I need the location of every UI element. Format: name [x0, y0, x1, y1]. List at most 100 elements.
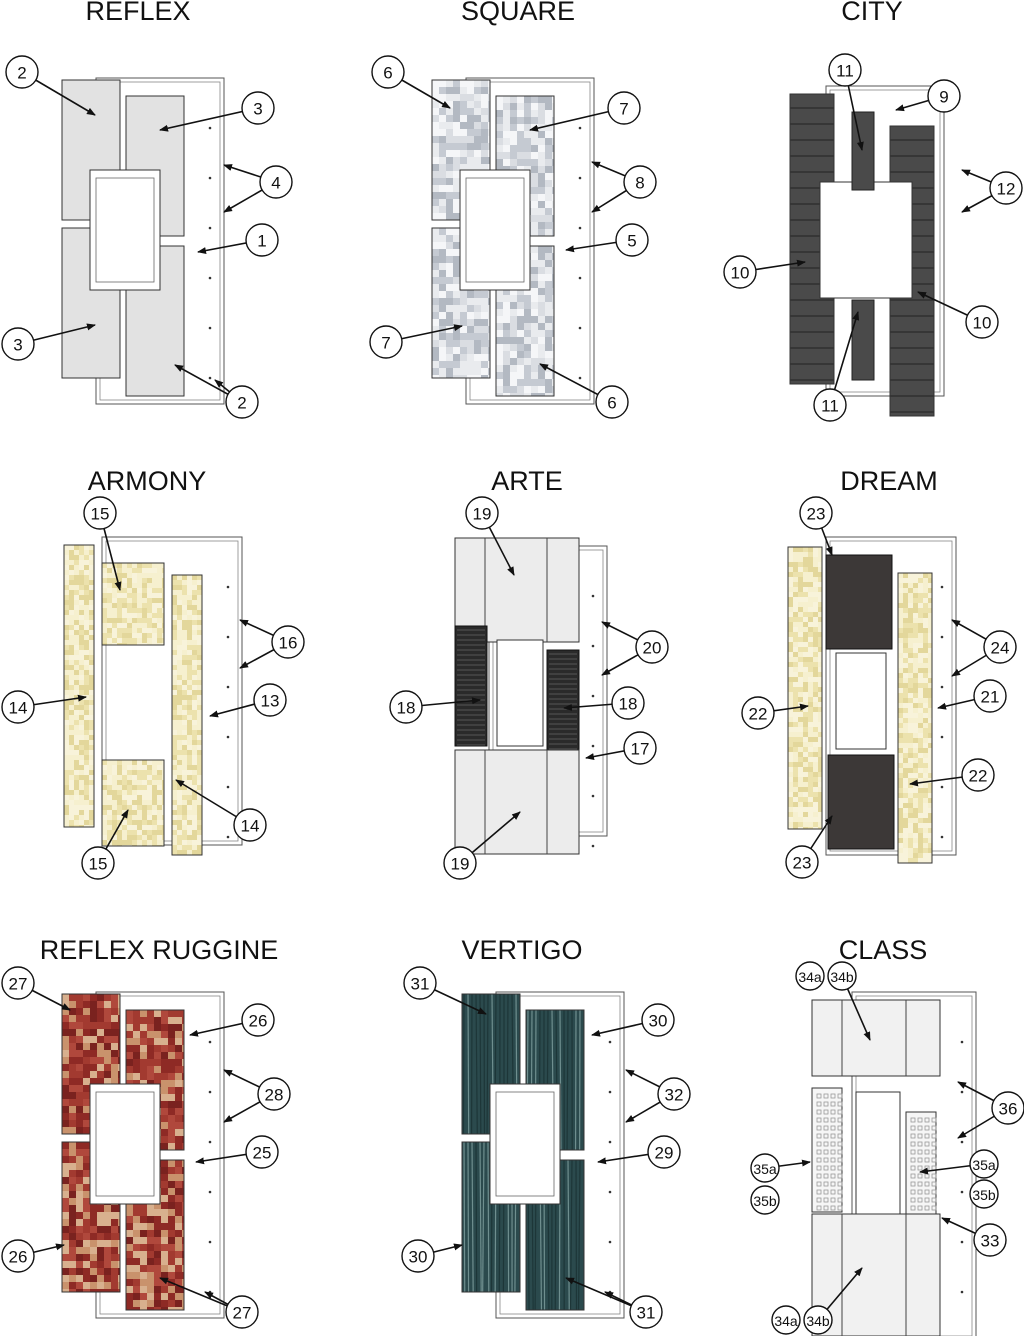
- callout-label: 21: [981, 688, 1000, 707]
- callout-circle: [1, 1239, 35, 1273]
- texture-cell: [152, 795, 157, 800]
- texture-cell: [168, 1122, 175, 1129]
- texture-cell: [439, 157, 446, 164]
- texture-cell: [453, 178, 460, 185]
- texture-cell: [503, 117, 510, 124]
- texture-cell: [446, 277, 453, 284]
- texture-cell: [177, 755, 182, 760]
- texture-cell: [813, 757, 818, 762]
- texture-cell: [64, 745, 69, 750]
- texture-cell: [175, 1230, 182, 1237]
- texture-cell: [538, 103, 545, 110]
- texture-cell: [803, 597, 808, 602]
- texture-cell: [161, 1115, 168, 1122]
- texture-cell: [545, 187, 552, 194]
- texture-cell: [175, 1293, 182, 1300]
- texture-cell: [97, 1205, 104, 1212]
- texture-cell: [552, 358, 554, 365]
- texture-cell: [90, 1078, 97, 1085]
- texture-cell: [117, 795, 122, 800]
- screw-dot: [208, 376, 212, 380]
- perforation: [931, 1197, 937, 1203]
- texture-cell: [818, 777, 822, 782]
- texture-cell: [446, 319, 453, 326]
- texture-cell: [545, 323, 552, 330]
- texture-cell: [117, 638, 122, 643]
- texture-cell: [813, 707, 818, 712]
- texture-cell: [69, 565, 74, 570]
- texture-cell: [162, 815, 164, 820]
- texture-cell: [152, 810, 157, 815]
- texture-cell: [908, 768, 913, 773]
- texture-cell: [154, 1045, 161, 1052]
- texture-cell: [918, 693, 923, 698]
- callout-circle: [927, 79, 961, 113]
- texture-cell: [79, 650, 84, 655]
- texture-cell: [913, 613, 918, 618]
- texture-cell: [496, 379, 503, 386]
- panel-title-dream: DREAM: [840, 466, 938, 496]
- texture-cell: [161, 1059, 168, 1066]
- texture-cell: [140, 1286, 147, 1293]
- texture-cell: [531, 386, 538, 393]
- texture-cell: [62, 1170, 69, 1177]
- texture-cell: [192, 815, 197, 820]
- texture-cell: [446, 164, 453, 171]
- texture-cell: [79, 595, 84, 600]
- texture-cell: [177, 680, 182, 685]
- texture-cell: [74, 670, 79, 675]
- texture-cell: [918, 848, 923, 853]
- texture-cell: [64, 560, 69, 565]
- texture-cell: [918, 608, 923, 613]
- texture-cell: [923, 838, 928, 843]
- texture-cell: [192, 650, 197, 655]
- texture-cell: [788, 562, 793, 567]
- texture-cell: [147, 613, 152, 618]
- texture-cell: [127, 598, 132, 603]
- texture-cell: [803, 732, 808, 737]
- panel-outline: [787, 546, 823, 830]
- texture-cell: [908, 718, 913, 723]
- texture-cell: [818, 582, 822, 587]
- texture-cell: [122, 760, 127, 765]
- texture-cell: [175, 1307, 182, 1310]
- texture-cell: [175, 1223, 182, 1230]
- texture-cell: [545, 379, 552, 386]
- texture-cell: [481, 312, 488, 319]
- texture-cell: [112, 790, 117, 795]
- texture-cell: [107, 775, 112, 780]
- texture-cell: [79, 820, 84, 825]
- panel-title-arte: ARTE: [491, 466, 563, 496]
- texture-cell: [127, 785, 132, 790]
- texture-cell: [177, 760, 182, 765]
- callout-label: 11: [836, 62, 854, 81]
- texture-cell: [918, 658, 923, 663]
- texture-cell: [111, 1275, 118, 1282]
- screw-dot: [208, 1140, 212, 1144]
- texture-cell: [192, 685, 197, 690]
- texture-cell: [446, 213, 453, 220]
- texture-cell: [62, 1142, 69, 1149]
- texture-cell: [531, 372, 538, 379]
- texture-cell: [197, 605, 202, 610]
- texture-cell: [102, 760, 107, 765]
- texture-cell: [446, 298, 453, 305]
- callout-circle: [81, 846, 115, 880]
- texture-cell: [918, 778, 923, 783]
- texture-cell: [788, 712, 793, 717]
- texture-cell: [69, 1064, 76, 1071]
- callout-label: 3: [253, 100, 262, 119]
- texture-cell: [182, 805, 187, 810]
- texture-cell: [788, 577, 793, 582]
- texture-cell: [538, 180, 545, 187]
- texture-cell: [187, 650, 192, 655]
- texture-cell: [439, 277, 446, 284]
- texture-cell: [122, 825, 127, 830]
- screw-dot: [208, 326, 212, 330]
- texture-cell: [197, 760, 202, 765]
- texture-cell: [918, 663, 923, 668]
- texture-cell: [488, 80, 490, 87]
- texture-cell: [112, 840, 117, 845]
- texture-cell: [803, 582, 808, 587]
- texture-cell: [923, 773, 928, 778]
